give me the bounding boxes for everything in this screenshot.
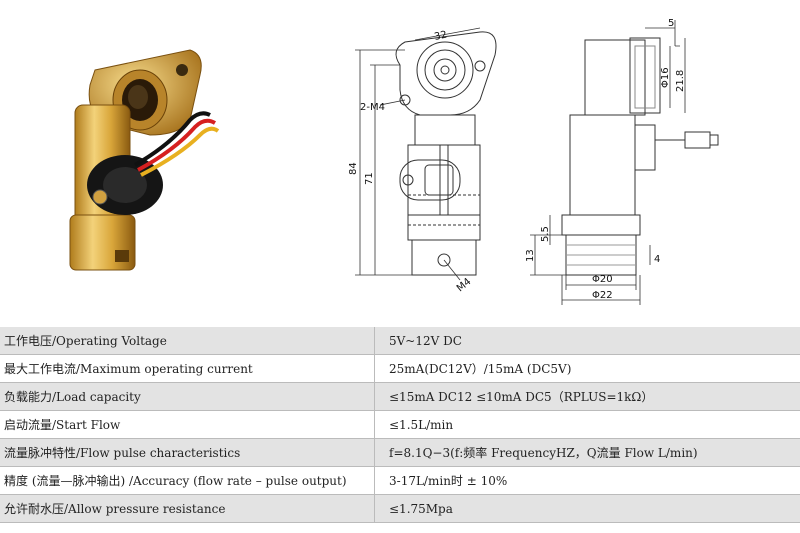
table-row: 流量脉冲特性/Flow pulse characteristics f=8.1Q…	[0, 438, 800, 467]
dim-overall-height: 84	[348, 162, 359, 175]
spec-param: 负载能力/Load capacity	[0, 382, 375, 411]
dim-side-inner-dia: Φ16	[660, 67, 671, 88]
dim-front-top-width: 32	[433, 30, 448, 43]
dim-bottom-thread: M4	[455, 276, 474, 294]
dim-side-base-inner-dia: Φ20	[592, 274, 613, 285]
table-row: 负载能力/Load capacity ≤15mA DC12 ≤10mA DC5（…	[0, 382, 800, 411]
table-row: 启动流量/Start Flow ≤1.5L/min	[0, 410, 800, 439]
spec-value: ≤1.5L/min	[374, 410, 800, 439]
table-row: 工作电压/Operating Voltage 5V~12V DC	[0, 327, 800, 355]
product-illustration-area: 32 2-M4 84 71 M4 5 Φ16 21.8 13 5.5 4 Φ20…	[69, 18, 719, 305]
spec-param: 最大工作电流/Maximum operating current	[0, 354, 375, 383]
spec-param: 允许耐水压/Allow pressure resistance	[0, 494, 375, 523]
table-row: 允许耐水压/Allow pressure resistance ≤1.75Mpa	[0, 494, 800, 523]
dim-side-base-step: 5.5	[540, 226, 551, 242]
technical-drawings: 32 2-M4 84 71 M4 5 Φ16 21.8 13 5.5 4 Φ20…	[348, 18, 719, 305]
dim-side-outer-dia: 21.8	[675, 70, 686, 92]
specification-table: 工作电压/Operating Voltage 5V~12V DC 最大工作电流/…	[0, 327, 800, 523]
dim-side-base-small: 4	[654, 254, 660, 265]
table-row: 精度 (流量—脉冲输出) /Accuracy (flow rate – puls…	[0, 466, 800, 495]
dim-side-top-depth: 5	[668, 18, 674, 29]
dim-body-height: 71	[364, 172, 375, 185]
dim-thread-callout: 2-M4	[360, 102, 385, 113]
dim-side-base-height: 13	[525, 249, 536, 262]
spec-value: ≤15mA DC12 ≤10mA DC5（RPLUS=1kΩ）	[374, 382, 800, 411]
spec-value: 5V~12V DC	[374, 327, 800, 355]
spec-value: f=8.1Q−3(f:频率 FrequencyHZ，Q流量 Flow L/min…	[374, 438, 800, 467]
table-row: 最大工作电流/Maximum operating current 25mA(DC…	[0, 354, 800, 383]
dim-side-base-outer-dia: Φ22	[592, 290, 613, 301]
flow-sensor-photo	[69, 49, 220, 271]
spec-param: 精度 (流量—脉冲输出) /Accuracy (flow rate – puls…	[0, 466, 375, 495]
spec-value: 3-17L/min时 ± 10%	[374, 466, 800, 495]
spec-param: 启动流量/Start Flow	[0, 410, 375, 439]
spec-value: 25mA(DC12V）/15mA (DC5V)	[374, 354, 800, 383]
spec-param: 工作电压/Operating Voltage	[0, 327, 375, 355]
spec-param: 流量脉冲特性/Flow pulse characteristics	[0, 438, 375, 467]
spec-value: ≤1.75Mpa	[374, 494, 800, 523]
